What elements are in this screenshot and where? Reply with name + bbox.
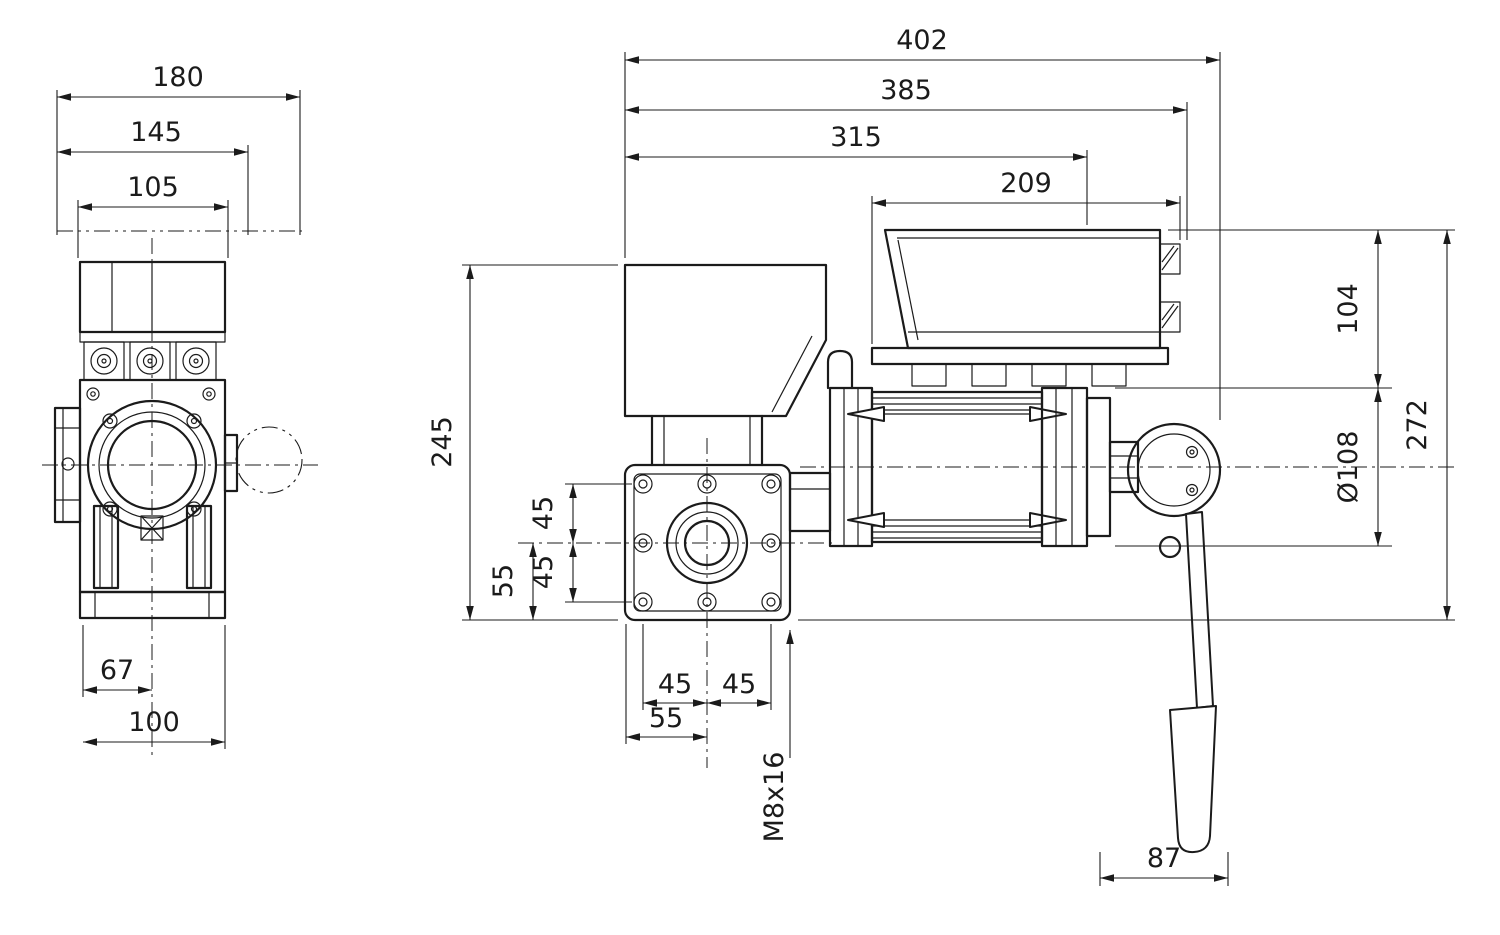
front-view-body [53,260,239,620]
main-bore-outer [86,399,218,531]
front-dim-100: 100 [83,625,226,749]
clamp-plate [53,406,82,524]
side-dim-87-label: 87 [1147,843,1181,874]
side-dim-right-extensions [798,229,1455,621]
base-plate-front [78,590,227,620]
crank-arm [1185,511,1214,709]
side-view: 402 385 315 209 245 104 [427,25,1458,886]
front-dim-145-label: 145 [130,117,182,148]
front-dim-67: 67 [82,625,152,697]
side-dim-245: 245 [427,264,618,621]
front-dim-105: 105 [77,172,229,258]
side-dim-45-left-label: 45 [658,669,692,700]
front-dim-105-label: 105 [127,172,179,203]
side-view-body [623,228,1222,854]
terminal-box-side [883,228,1162,350]
side-dim-45-right-label: 45 [722,669,756,700]
side-dim-402-label: 402 [896,25,948,56]
front-dim-67-label: 67 [100,655,134,686]
side-dim-272: 272 [1402,230,1451,620]
tie-rod-end [847,512,885,528]
main-bore-inner [106,419,198,511]
tie-rod-end [1029,406,1067,422]
side-dim-245-label: 245 [427,416,458,468]
side-dim-315: 315 [625,122,1088,225]
thread-callout-label: M8x16 [759,752,790,843]
side-dim-87: 87 [1099,843,1229,886]
side-dim-272-label: 272 [1402,399,1433,451]
side-dim-flange-vertical: 45 45 55 [488,483,632,620]
side-dim-104: 104 [1333,230,1382,388]
front-dim-145: 145 [57,117,249,235]
front-view: 180 145 105 67 100 [42,62,318,758]
side-dim-104-label: 104 [1333,283,1364,335]
flange-bore [665,501,749,585]
side-thread-callout: M8x16 [759,630,794,843]
side-dim-385-label: 385 [880,75,932,106]
front-dim-100-label: 100 [128,707,180,738]
gearbox-cover [623,263,828,418]
side-dim-45-lower-label: 45 [528,555,559,589]
crank-disc [1126,422,1222,518]
side-dim-d108: Ø108 [1333,388,1382,546]
terminal-box-plate [870,346,1170,366]
handle-knob-phantom [235,426,303,494]
side-dim-55-horizontal-label: 55 [649,703,683,734]
side-dim-209-label: 209 [1000,168,1052,199]
front-dim-180-label: 180 [152,62,204,93]
output-flange [623,463,792,622]
side-dim-209: 209 [871,168,1181,344]
tie-rod-end [1029,512,1067,528]
side-dim-55-vertical-label: 55 [488,564,519,598]
side-dim-385: 385 [625,75,1188,240]
crank-grip [1169,705,1217,854]
side-dim-315-label: 315 [830,122,882,153]
side-dim-d108-label: Ø108 [1333,431,1364,504]
front-dim-180: 180 [56,62,301,235]
side-dim-45-upper-label: 45 [528,496,559,530]
tie-rod-end [847,406,885,422]
side-dim-flange-horizontal: 45 45 55 [625,624,772,744]
